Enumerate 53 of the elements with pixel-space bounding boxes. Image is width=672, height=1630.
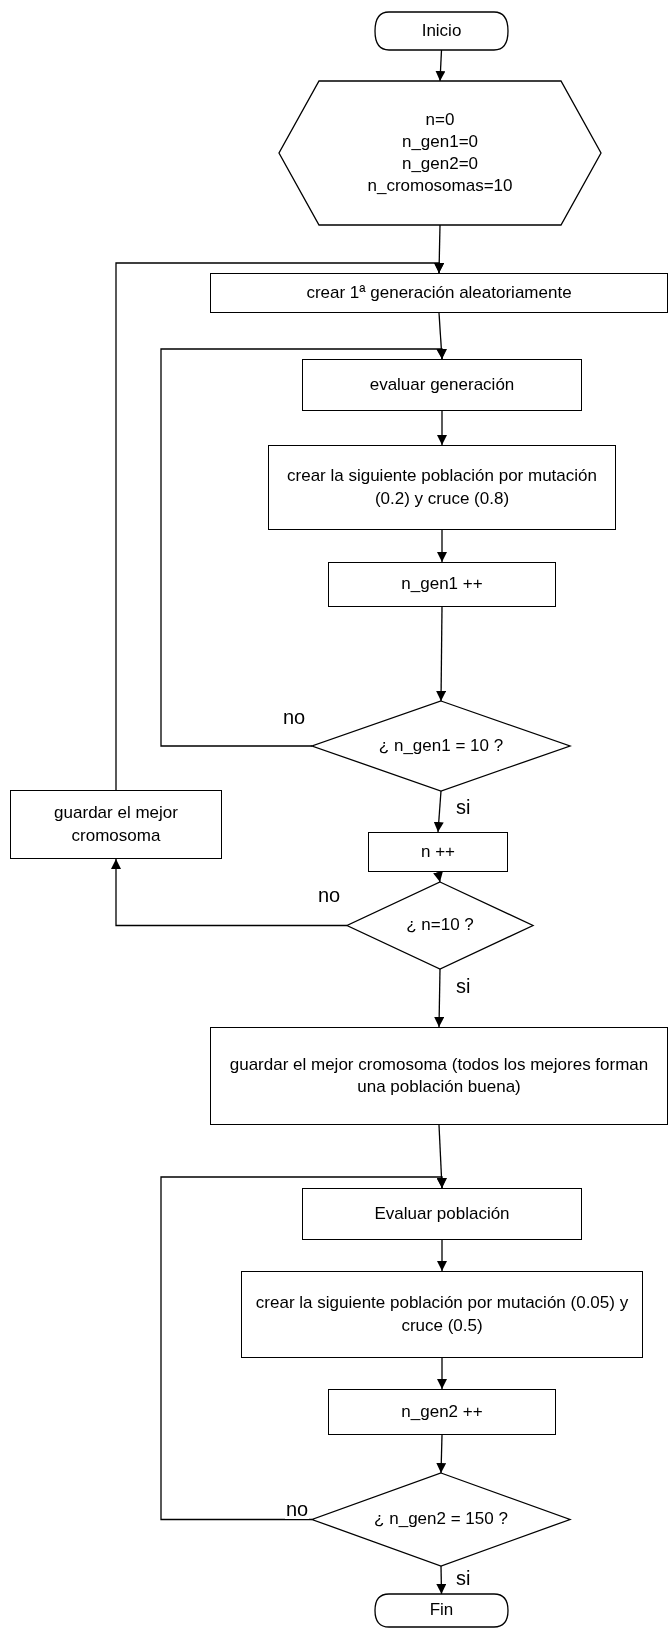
edge-label: si xyxy=(455,1568,472,1588)
node-text: n_cromosomas=10 xyxy=(367,175,513,198)
arrow xyxy=(433,790,444,833)
node-text: Inicio xyxy=(421,19,462,42)
edge-label: si xyxy=(455,976,472,996)
arrow xyxy=(111,858,348,927)
node-text: n_gen1 ++ xyxy=(401,573,483,596)
node-text: crear 1ª generación aleatoriamente xyxy=(306,281,572,304)
arrow xyxy=(433,871,443,883)
node-text: n_gen1=0 xyxy=(401,130,479,153)
process-box xyxy=(328,1389,556,1435)
node-text: evaluar generación xyxy=(369,373,515,396)
terminal-shape xyxy=(375,1594,508,1627)
arrow xyxy=(436,1565,447,1595)
process-box xyxy=(302,1188,582,1240)
edge-label: si xyxy=(455,797,472,817)
node-text: crear la siguiente población por mutación (0.2) y cruce (0.8) xyxy=(286,465,598,510)
node-text: n=0 xyxy=(425,108,455,131)
decision-diamond xyxy=(312,1473,570,1566)
process-box xyxy=(210,1027,668,1125)
process-box xyxy=(10,790,222,859)
process-box xyxy=(368,832,508,872)
arrow xyxy=(436,606,447,702)
process-box xyxy=(241,1271,643,1358)
node-text: ¿ n_gen1 = 10 ? xyxy=(378,734,504,757)
node-text: Fin xyxy=(429,1599,454,1622)
arrow xyxy=(436,1434,447,1474)
terminal-shape xyxy=(375,12,508,50)
arrow xyxy=(437,410,447,446)
decision-diamond xyxy=(347,882,533,969)
node-text: n_gen2 ++ xyxy=(401,1400,483,1423)
arrow xyxy=(437,529,447,563)
arrow xyxy=(435,49,446,82)
preparation-hexagon xyxy=(279,81,601,225)
process-box xyxy=(302,359,582,411)
node-text: guardar el mejor cromosoma xyxy=(53,802,179,847)
node-text: Evaluar población xyxy=(374,1202,510,1225)
node-text: ¿ n=10 ? xyxy=(406,914,474,937)
process-box xyxy=(268,445,616,530)
arrow xyxy=(434,968,445,1028)
process-box xyxy=(328,562,556,607)
node-text: n_gen2=0 xyxy=(401,153,479,175)
arrow xyxy=(160,348,447,747)
arrow xyxy=(160,1176,447,1521)
node-text: n ++ xyxy=(420,840,455,863)
arrow xyxy=(437,1357,447,1390)
node-text: ¿ n_gen2 = 150 ? xyxy=(374,1508,508,1531)
node-text: crear la siguiente población por mutación (0.05) y cruce (0.5) xyxy=(254,1292,630,1337)
arrow xyxy=(115,262,444,791)
decision-diamond xyxy=(312,701,570,791)
arrow xyxy=(437,1239,447,1272)
node-text: guardar el mejor cromosoma (todos los mejores forman una población buena) xyxy=(228,1053,650,1098)
process-box xyxy=(210,273,668,313)
